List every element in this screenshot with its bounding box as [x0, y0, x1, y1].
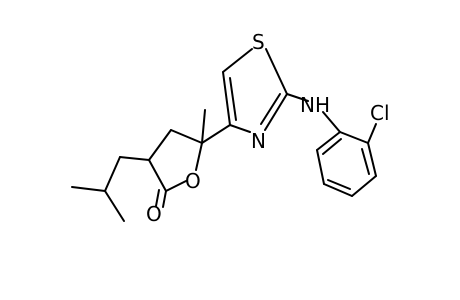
- bond-c2-n3: [264, 93, 288, 131]
- isobutyl-chain: [71, 156, 150, 222]
- bond-ar2-ar3-double: [361, 148, 370, 175]
- bond-carbonyl-double-a: [162, 190, 167, 208]
- bond-chain1-chain2: [104, 156, 121, 192]
- bond-ch2-ch: [148, 129, 172, 161]
- carbonyl-oxygen-label: O: [146, 202, 162, 226]
- chlorine-label: Cl: [370, 101, 390, 125]
- bond-s-c5: [222, 48, 253, 73]
- bond-c2-n3-double: [260, 93, 281, 125]
- lactone-ring: [148, 129, 203, 192]
- bond-carbonyl-o: [165, 180, 187, 192]
- bond-ar6-ar1: [316, 131, 341, 151]
- bond-ar5-ar6: [316, 149, 325, 185]
- bond-nh-aryl: [322, 111, 341, 133]
- bond-c4-c5-double: [229, 77, 237, 121]
- bond-o-cq: [195, 142, 203, 171]
- amine-label: NH: [300, 93, 330, 117]
- thiazole-ring: [222, 48, 288, 133]
- bond-ar4-ar5-double: [327, 179, 351, 190]
- bond-cq-ch2: [170, 129, 203, 144]
- bond-ar6-ar1-double: [322, 138, 342, 155]
- bond-s-c2: [265, 48, 288, 95]
- bond-c2-nh: [286, 93, 309, 102]
- bond-carbonyl-double-b: [155, 189, 160, 207]
- bond-ar2-cl: [367, 123, 377, 144]
- bond-ar2-ar3: [367, 142, 377, 177]
- bond-chain2-methyl-b: [104, 190, 125, 222]
- bond-ar3-ar4: [351, 175, 377, 197]
- bond-c4-quaternary: [201, 124, 231, 144]
- bond-chain2-methyl-a: [71, 186, 106, 192]
- thiazole-nitrogen-label: N: [251, 129, 266, 153]
- bond-ar4-ar5: [323, 183, 353, 197]
- sulfur-label: S: [252, 30, 265, 54]
- chlorophenyl-ring: [316, 131, 377, 197]
- bond-c4-c5: [222, 71, 231, 126]
- bond-ch-chain1: [119, 156, 150, 161]
- bond-methyl: [201, 109, 206, 144]
- bond-n3-c4: [229, 124, 251, 133]
- bond-ar1-ar2: [339, 131, 369, 144]
- ring-oxygen-label: O: [185, 169, 201, 193]
- bond-ch-carbonyl: [148, 159, 167, 192]
